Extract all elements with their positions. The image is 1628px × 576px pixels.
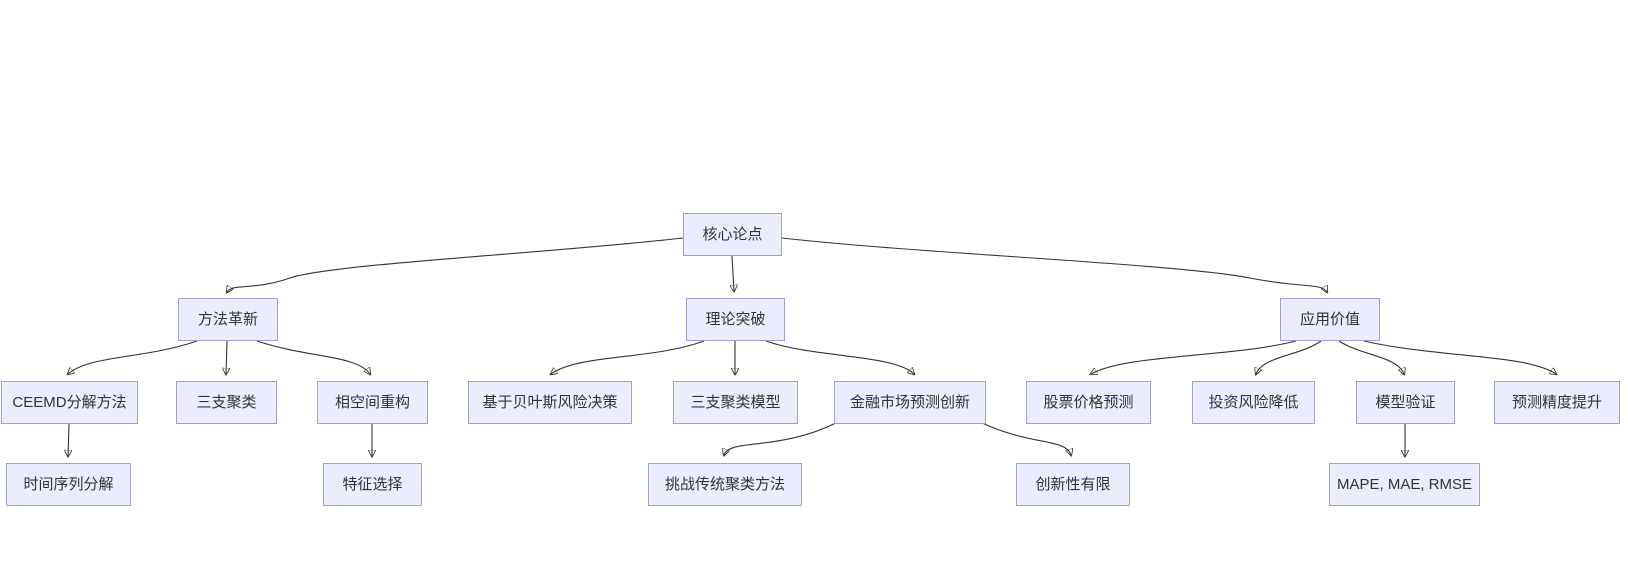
edge-application-precision: [1363, 340, 1556, 374]
node-limited-novelty: 创新性有限: [1016, 463, 1130, 506]
node-theory-breakthrough: 理论突破: [686, 298, 785, 341]
node-challenge-traditional-clustering: 挑战传统聚类方法: [648, 463, 802, 506]
edge-finance_innovation-limited: [979, 421, 1071, 455]
edge-application-validation: [1338, 340, 1404, 374]
node-feature-selection: 特征选择: [323, 463, 422, 506]
edge-ceemd-ts_decomp: [68, 423, 69, 456]
node-three-way-clustering: 三支聚类: [176, 381, 277, 424]
node-error-metrics: MAPE, MAE, RMSE: [1329, 463, 1480, 506]
edge-core-method: [227, 237, 684, 292]
node-application-value: 应用价值: [1280, 298, 1380, 341]
edge-theory-finance_innovation: [765, 340, 914, 374]
node-phase-space-reconstruction: 相空间重构: [317, 381, 428, 424]
edge-application-risk: [1256, 340, 1322, 374]
node-stock-price-forecast: 股票价格预测: [1026, 381, 1151, 424]
edge-core-theory: [732, 255, 734, 291]
edge-theory-bayes: [551, 340, 705, 374]
node-forecast-precision-improvement: 预测精度提升: [1494, 381, 1620, 424]
node-core-thesis: 核心论点: [683, 213, 782, 256]
edge-method-three_way: [226, 340, 227, 374]
edge-finance_innovation-challenge: [724, 421, 839, 455]
node-method-innovation: 方法革新: [178, 298, 278, 341]
edge-core-application: [781, 237, 1327, 292]
node-financial-market-forecast-innovation: 金融市场预测创新: [834, 381, 986, 424]
edge-application-stock: [1091, 340, 1297, 374]
node-investment-risk-reduction: 投资风险降低: [1192, 381, 1315, 424]
edge-method-ceemd: [68, 340, 198, 374]
node-time-series-decomposition: 时间序列分解: [6, 463, 131, 506]
node-model-validation: 模型验证: [1356, 381, 1455, 424]
node-bayesian-risk-decision: 基于贝叶斯风险决策: [468, 381, 632, 424]
node-three-way-clustering-model: 三支聚类模型: [673, 381, 798, 424]
node-ceemd-decomposition: CEEMD分解方法: [1, 381, 138, 424]
edge-method-phase_space: [256, 340, 370, 374]
